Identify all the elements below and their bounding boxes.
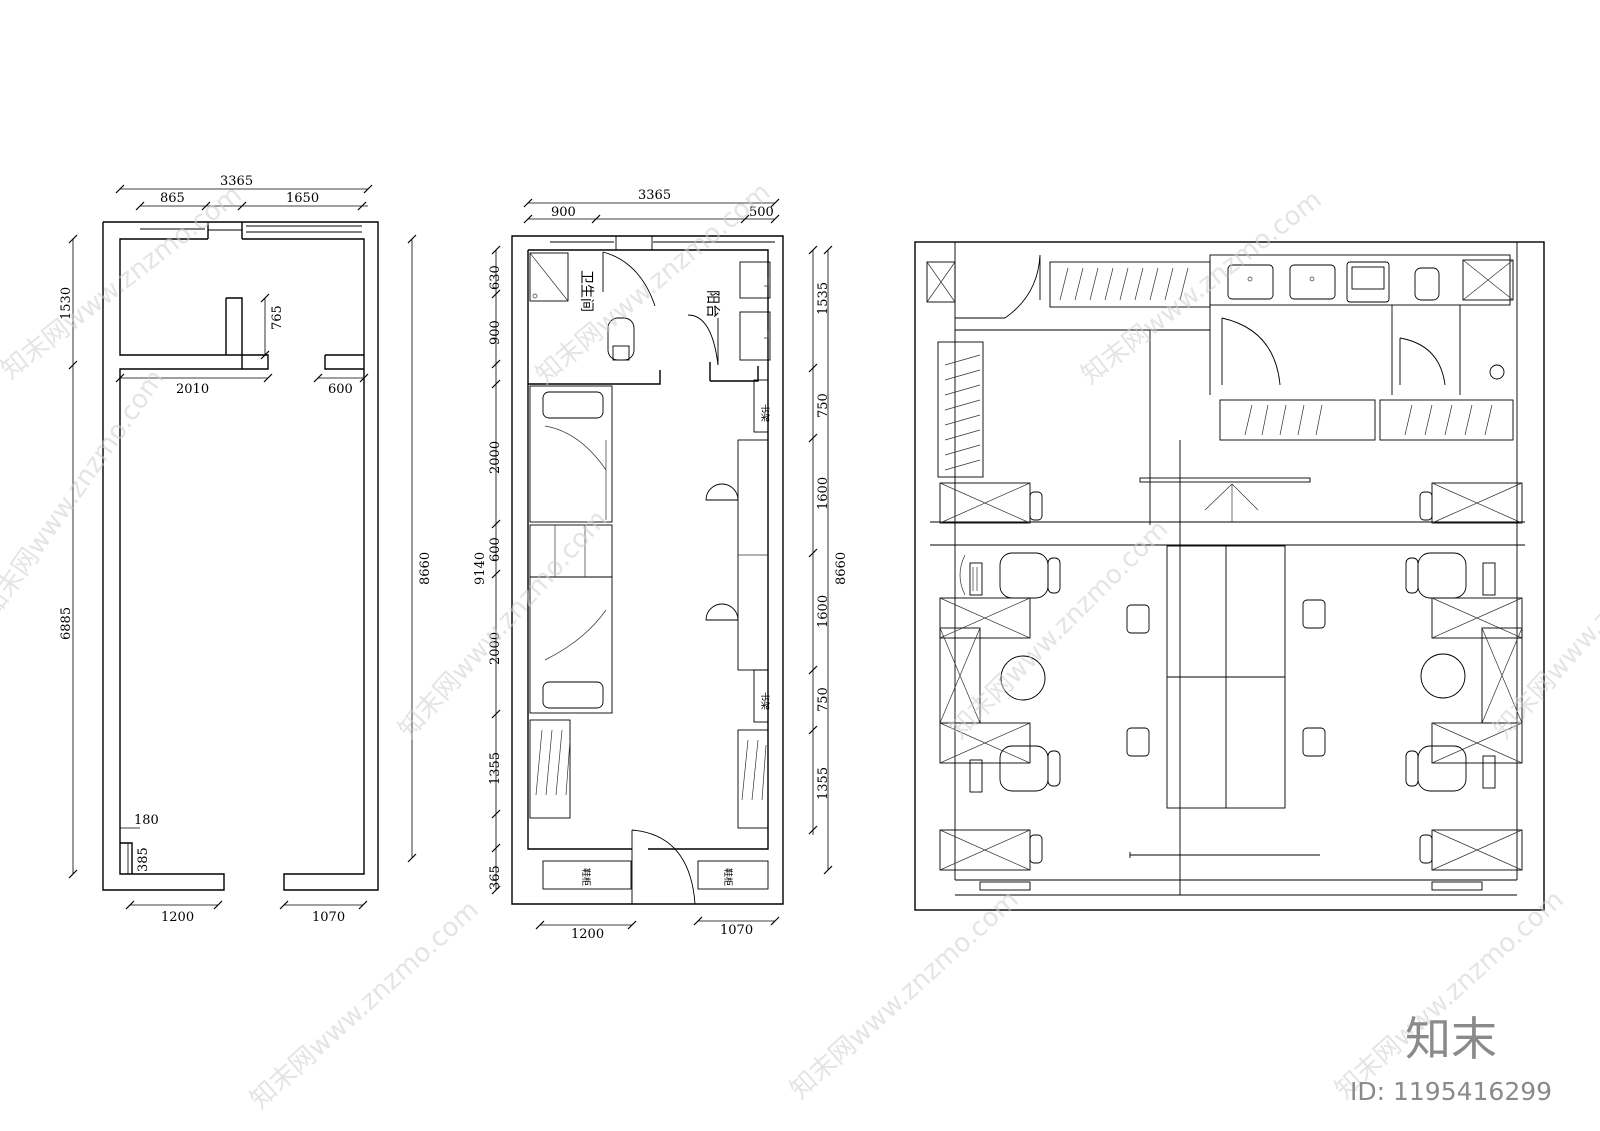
p2-dim-l1: 630 bbox=[488, 265, 503, 290]
p2-dim-r2: 750 bbox=[816, 393, 831, 418]
p2-dim-bot-a: 1200 bbox=[571, 927, 604, 942]
p2-dim-r5: 750 bbox=[816, 687, 831, 712]
balcony-label: 阳台 bbox=[704, 290, 720, 318]
p2-dim-left-total: 9140 bbox=[473, 552, 488, 585]
p2-dim-l2: 900 bbox=[488, 320, 503, 345]
shelf-label-top: 书架 bbox=[759, 404, 770, 422]
p2-dim-l6: 1355 bbox=[488, 752, 503, 785]
p2-dim-total-w: 3365 bbox=[638, 188, 671, 203]
watermark-text: 知末网www.znzmo.com bbox=[785, 885, 1025, 1105]
plan-2: 3365 900 500 卫生间 阳台 bbox=[473, 188, 849, 942]
p1-dim-bot-a: 1200 bbox=[161, 910, 194, 925]
p1-dim-bot-b: 1070 bbox=[312, 910, 345, 925]
p2-dim-top-b: 500 bbox=[749, 205, 774, 220]
watermark-text: 知末网www.znzmo.com bbox=[1330, 885, 1570, 1105]
p1-dim-left-lower: 6885 bbox=[59, 607, 74, 640]
p2-dim-bot-b: 1070 bbox=[720, 923, 753, 938]
p1-dim-top-a: 865 bbox=[160, 191, 185, 206]
p2-dim-r3: 1600 bbox=[816, 477, 831, 510]
p2-dim-l4: 600 bbox=[488, 537, 503, 562]
p1-dim-total-w: 3365 bbox=[220, 174, 253, 189]
p2-dim-right-total: 8660 bbox=[834, 552, 849, 585]
watermark-text: 知末网www.znzmo.com bbox=[245, 895, 485, 1115]
shelf-label-bottom: 书架 bbox=[759, 692, 770, 710]
p1-dim-corner-b: 385 bbox=[136, 847, 151, 872]
p1-dim-corner-a: 180 bbox=[134, 813, 159, 828]
p1-dim-mid-b: 600 bbox=[328, 382, 353, 397]
p2-dim-r4: 1600 bbox=[816, 595, 831, 628]
p2-dim-top-a: 900 bbox=[551, 205, 576, 220]
p1-dim-top-b: 1650 bbox=[286, 191, 319, 206]
workstation-left-top bbox=[939, 482, 1061, 599]
watermark-id: ID: 1195416299 bbox=[1350, 1077, 1552, 1106]
watermark-text: 知末网www.znzmo.com bbox=[0, 364, 171, 624]
plan-1: 3365 865 1650 1530 6885 8660 765 2010 60… bbox=[59, 174, 433, 925]
cabinet-label-right: 鞋柜 bbox=[722, 868, 734, 886]
p1-dim-mid-a: 2010 bbox=[176, 382, 209, 397]
watermark-text: 知末网www.znzmo.com bbox=[393, 505, 613, 745]
p2-dim-r1: 1535 bbox=[816, 282, 831, 315]
p2-dim-r6: 1355 bbox=[816, 767, 831, 800]
p2-dim-l7: 365 bbox=[488, 865, 503, 890]
p2-dim-l3: 2000 bbox=[488, 441, 503, 474]
p2-dim-l5: 2000 bbox=[488, 632, 503, 665]
p1-dim-nub: 765 bbox=[270, 305, 285, 330]
bathroom-label: 卫生间 bbox=[578, 270, 594, 312]
watermark-text: 知末网www.znzmo.com bbox=[944, 514, 1175, 745]
p1-dim-right-total: 8660 bbox=[418, 552, 433, 585]
watermark-logo: 知末 bbox=[1405, 1012, 1497, 1066]
plan-3 bbox=[914, 241, 1545, 911]
p1-dim-left-upper: 1530 bbox=[59, 287, 74, 320]
watermark-layer: 知末网www.znzmo.com 知末网www.znzmo.com 知末网www… bbox=[0, 177, 1600, 1115]
cabinet-label-left: 鞋柜 bbox=[580, 868, 592, 886]
